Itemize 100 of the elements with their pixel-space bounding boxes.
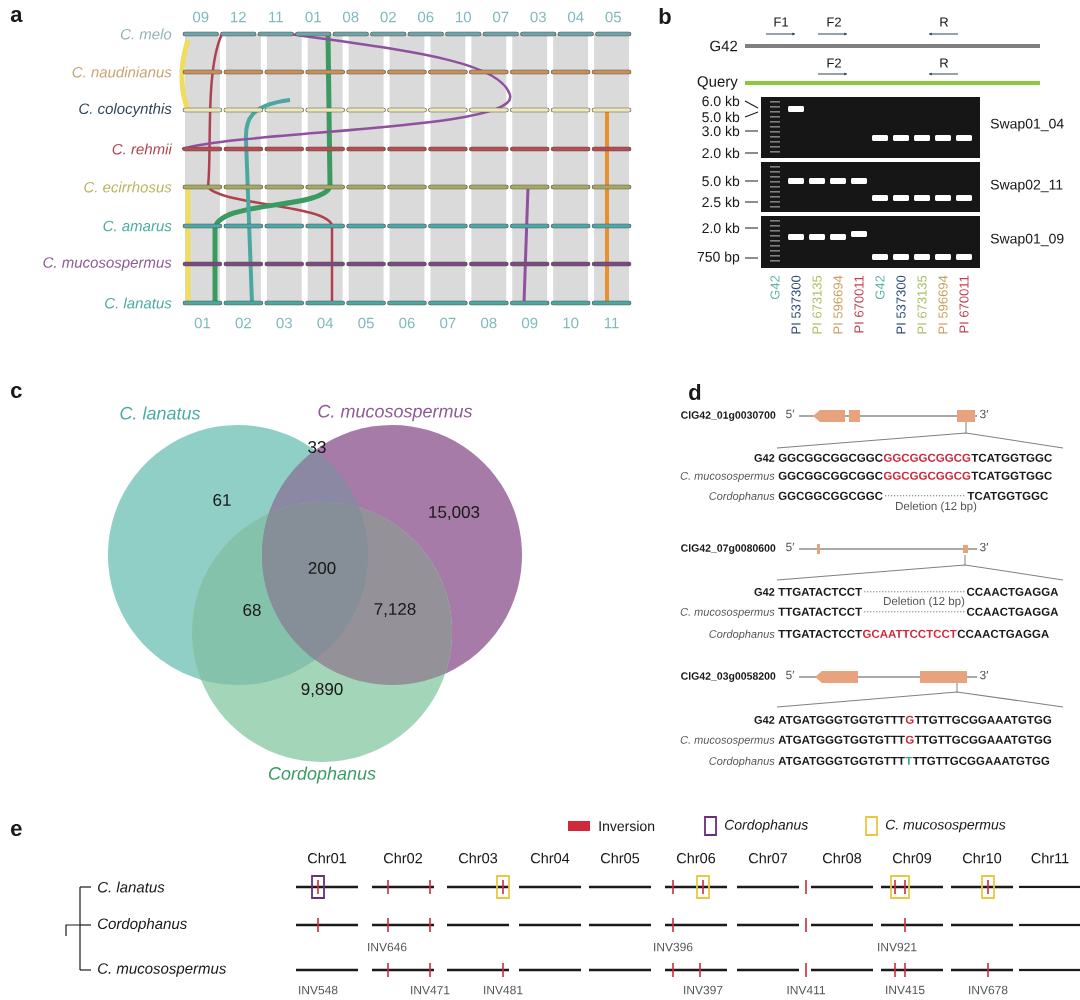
lane-label: G42 <box>875 275 885 300</box>
size-marker: 3.0 kb <box>702 125 740 137</box>
sequence: CCAACTGAGGA <box>966 587 1059 596</box>
chromosome-number: 10 <box>456 11 471 23</box>
sequence-name: G42 <box>710 40 738 52</box>
chromosome-number: 07 <box>440 317 456 329</box>
legend-label: Cordophanus <box>724 819 808 833</box>
end-label: 3′ <box>980 409 989 419</box>
sequence: TTGTTGCGGAAATGTGG <box>914 715 1052 724</box>
size-marker: 750 bp <box>697 251 740 265</box>
chromosome-number: 04 <box>568 11 584 23</box>
chromosome-number: 11 <box>269 11 283 23</box>
end-label: 3′ <box>980 542 989 552</box>
size-marker: 6.0 kb <box>702 95 740 107</box>
count: 61 <box>213 494 231 506</box>
count: 33 <box>308 441 326 453</box>
lane-label: PI 596694 <box>938 275 948 334</box>
inversion-id: INV415 <box>886 985 925 995</box>
species-name: C. amarus <box>103 220 172 232</box>
inversion-id: INV397 <box>684 985 723 995</box>
chromosome-number: 01 <box>194 317 211 329</box>
gene-id: ClG42_03g0058200 <box>681 672 776 682</box>
sequence: TCATGGTGGC <box>971 453 1052 462</box>
deletion-note: Deletion (12 bp) <box>896 501 977 513</box>
highlighted-base: GCAATTCCTCCT <box>862 629 957 638</box>
gel-name: Swap01_04 <box>990 118 1064 132</box>
chromosome-name: Chr11 <box>1031 852 1069 864</box>
sequence-name: C. mucosospermus <box>680 736 775 746</box>
inversion-id: INV396 <box>654 942 693 952</box>
lane-label: PI 673135 <box>917 275 927 334</box>
inversion-id: INV921 <box>878 942 917 952</box>
chromosome-name: Chr04 <box>531 852 570 864</box>
chromosome-name: Chr10 <box>963 852 1002 864</box>
end-label: 5′ <box>786 670 795 680</box>
count: 7,128 <box>374 602 416 617</box>
count: 200 <box>308 562 336 574</box>
chromosome-number: 02 <box>235 317 251 329</box>
lane-label: PI 537300 <box>791 275 801 334</box>
chromosome-name: Chr07 <box>749 852 787 864</box>
species-name: C. mucosospermus <box>43 257 172 271</box>
sequence-name: Query <box>697 76 738 90</box>
sequence-name: G42 <box>754 588 775 596</box>
chromosome-name: Chr09 <box>893 852 932 864</box>
chromosome-name: Chr08 <box>823 852 862 864</box>
chromosome-number: 07 <box>493 11 509 23</box>
chromosome-name: Chr03 <box>459 852 498 864</box>
primer-name: R <box>940 17 949 27</box>
chromosome-number: 09 <box>193 11 209 23</box>
species-name: C. melo <box>120 28 172 40</box>
panel-letter: b <box>659 7 671 25</box>
chromosome-number: 08 <box>481 317 497 329</box>
sequence: TTGTTGCGGAAATGTGG <box>912 756 1050 765</box>
species-name: C. lanatus <box>98 881 165 893</box>
circle-title: C. lanatus <box>120 406 201 420</box>
species-name: C. lanatus <box>105 297 172 309</box>
sequence: GGCGGCGGCGGC <box>778 471 883 480</box>
species-name: C. colocynthis <box>79 103 172 117</box>
size-marker: 5.0 kb <box>702 175 740 187</box>
sequence-name: G42 <box>754 454 775 462</box>
sequence: TCATGGTGGC <box>967 491 1048 500</box>
chromosome-number: 01 <box>305 11 321 23</box>
primer-name: R <box>940 58 949 68</box>
legend-label: Inversion <box>599 820 655 832</box>
inversion-id: INV646 <box>368 942 407 952</box>
legend-label: C. mucosospermus <box>885 819 1006 833</box>
chromosome-number: 09 <box>521 317 538 329</box>
gel-name: Swap02_11 <box>990 179 1063 193</box>
species-name: C. mucosospermus <box>98 963 227 977</box>
primer-name: F2 <box>827 58 841 68</box>
end-label: 5′ <box>786 542 795 552</box>
inversion-id: INV471 <box>411 985 450 995</box>
sequence: TCATGGTGGC <box>971 471 1052 480</box>
lane-label: PI 670011 <box>854 275 864 333</box>
sequence: TTGATACTCCT <box>778 607 862 616</box>
highlighted-base: GGCGGCGGCG <box>883 471 971 480</box>
sequence-name: Cordophanus <box>709 629 775 641</box>
highlighted-base: GGCGGCGGCG <box>883 453 971 462</box>
lane-label: G42 <box>770 275 780 300</box>
count: 68 <box>243 604 261 616</box>
chromosome-number: 03 <box>530 11 546 23</box>
end-label: 5′ <box>786 409 795 419</box>
chromosome-number: 05 <box>605 11 621 23</box>
size-marker: 2.0 kb <box>702 147 740 159</box>
sequence: CCAACTGAGGA <box>957 629 1049 638</box>
circle-title: C. mucosospermus <box>318 404 473 422</box>
size-marker: 2.0 kb <box>702 222 740 234</box>
sequence-name: C. mucosospermus <box>680 472 775 482</box>
inversion-id: INV678 <box>969 985 1008 995</box>
inversion-id: INV481 <box>484 985 523 995</box>
sequence: TTGATACTCCT <box>778 629 862 638</box>
panel-letter: a <box>10 9 23 23</box>
chromosome-number: 03 <box>276 317 292 329</box>
chromosome-name: Chr02 <box>384 852 422 864</box>
count: 15,003 <box>429 505 480 520</box>
chromosome-number: 08 <box>343 11 359 23</box>
species-name: Cordophanus <box>98 918 187 932</box>
chromosome-number: 12 <box>231 11 246 23</box>
circle-title: Cordophanus <box>268 766 376 784</box>
sequence: GGCGGCGGCGGC <box>778 491 883 500</box>
chromosome-number: 05 <box>358 317 374 329</box>
